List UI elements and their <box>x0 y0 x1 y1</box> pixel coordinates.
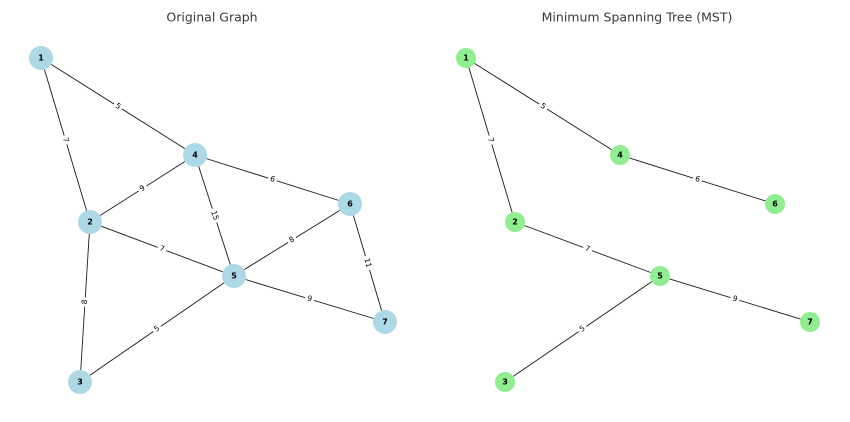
node-circle[interactable] <box>800 312 820 332</box>
node-label: 2 <box>87 218 93 227</box>
edge-weight-label: 11 <box>362 257 373 269</box>
edge-weight-label-background <box>729 292 741 306</box>
edge-weight-label: 5 <box>539 101 548 111</box>
node-label: 3 <box>77 378 83 387</box>
original-graph-edge-label-layer: 5 7 9 7 8 15 6 5 8 9 11 <box>59 99 375 336</box>
node-circle[interactable] <box>183 143 207 167</box>
node-label: 6 <box>772 200 778 209</box>
edge-weight-label-background <box>285 233 299 247</box>
edge-weight-label-background <box>691 173 704 186</box>
edge-weight-label: 7 <box>158 243 166 253</box>
mst-graph-edge-label-layer: 5 7 7 6 5 9 <box>484 99 741 336</box>
edge-weight-label: 6 <box>269 174 276 184</box>
edge-weight-label-background <box>111 99 125 114</box>
node-circle[interactable] <box>456 48 476 68</box>
node-label: 5 <box>657 272 663 281</box>
graph-node-5[interactable]: 5 <box>222 264 246 288</box>
node-label: 1 <box>38 54 44 63</box>
edge-weight-label-background <box>360 254 375 272</box>
node-circle[interactable] <box>222 264 246 288</box>
edge-weight-label-background <box>536 99 550 114</box>
node-label: 1 <box>463 54 469 63</box>
node-circle[interactable] <box>29 46 53 70</box>
edge-weight-label-background <box>135 181 150 196</box>
graph-node-4[interactable]: 4 <box>610 145 630 165</box>
edge-weight-label-background <box>59 134 72 146</box>
edge-weight-label-background <box>150 322 164 336</box>
graph-node-5[interactable]: 5 <box>650 266 670 286</box>
edge-weight-label: 9 <box>306 294 313 304</box>
graph-node-4[interactable]: 4 <box>183 143 207 167</box>
edge-weight-label-background <box>207 207 222 224</box>
edge-weight-label: 5 <box>152 323 161 333</box>
node-label: 4 <box>192 151 198 160</box>
original-graph-title: Original Graph <box>166 10 257 25</box>
edge-weight-label-background <box>266 173 279 186</box>
node-label: 4 <box>617 151 623 160</box>
graph-node-6[interactable]: 6 <box>765 194 785 214</box>
graph-node-7[interactable]: 7 <box>800 312 820 332</box>
graph-node-1[interactable]: 1 <box>456 48 476 68</box>
node-label: 5 <box>231 272 237 281</box>
node-label: 2 <box>512 218 518 227</box>
node-label: 6 <box>347 200 353 209</box>
node-circle[interactable] <box>68 370 92 394</box>
node-label: 3 <box>502 378 508 387</box>
edge-weight-label: 6 <box>694 174 701 184</box>
graph-node-6[interactable]: 6 <box>338 192 362 216</box>
graph-node-2[interactable]: 2 <box>505 212 525 232</box>
node-label: 7 <box>807 318 813 327</box>
node-circle[interactable] <box>765 194 785 214</box>
edge-weight-label: 15 <box>209 209 221 221</box>
original-graph-node-layer: 1 2 3 4 5 6 7 <box>29 46 397 394</box>
node-circle[interactable] <box>505 212 525 232</box>
edge-weight-label: 9 <box>732 294 739 304</box>
node-circle[interactable] <box>373 310 397 334</box>
node-circle[interactable] <box>650 266 670 286</box>
edge-weight-label: 8 <box>287 234 296 244</box>
edge-weight-label: 7 <box>486 136 496 143</box>
edge-weight-label-background <box>575 322 590 336</box>
node-circle[interactable] <box>338 192 362 216</box>
edge-weight-label: 8 <box>80 299 89 305</box>
edge-weight-label: 7 <box>61 136 71 143</box>
edge-weight-label: 5 <box>578 323 587 333</box>
graph-node-7[interactable]: 7 <box>373 310 397 334</box>
node-circle[interactable] <box>610 145 630 165</box>
edge-weight-label: 7 <box>584 243 592 253</box>
edge-weight-label: 9 <box>138 183 147 193</box>
edge-weight-label-background <box>581 242 594 256</box>
graph-node-3[interactable]: 3 <box>495 372 515 392</box>
node-circle[interactable] <box>495 372 515 392</box>
node-label: 7 <box>382 318 388 327</box>
edge-weight-label: 5 <box>114 101 123 111</box>
edge-weight-label-background <box>79 297 91 307</box>
graph-node-2[interactable]: 2 <box>78 210 102 234</box>
graph-node-1[interactable]: 1 <box>29 46 53 70</box>
mst-graph-node-layer: 1 2 3 4 5 6 7 <box>456 48 820 392</box>
graph-node-3[interactable]: 3 <box>68 370 92 394</box>
node-circle[interactable] <box>78 210 102 234</box>
mst-graph-title: Minimum Spanning Tree (MST) <box>542 10 733 25</box>
edge-weight-label-background <box>155 242 169 256</box>
edge-weight-label-background <box>303 292 316 306</box>
edge-weight-label-background <box>484 134 497 146</box>
